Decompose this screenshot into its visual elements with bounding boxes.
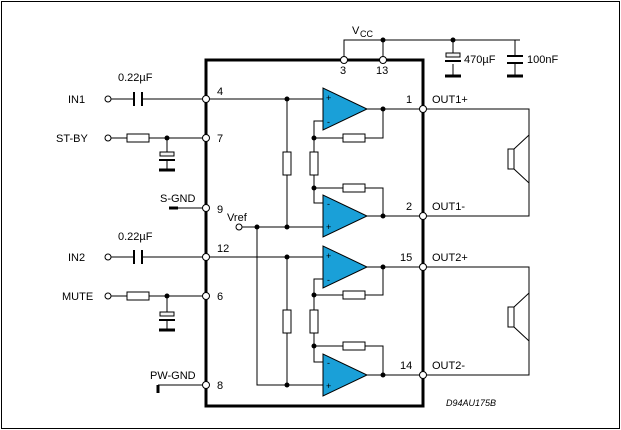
feedback-resistor-1 — [342, 133, 366, 143]
amplifier-out1-minus — [322, 194, 369, 238]
amp3-minus-sign: - — [327, 275, 330, 285]
pin-7-label: 7 — [217, 133, 223, 145]
out1-plus-label: OUT1+ — [432, 94, 468, 106]
ic-body — [204, 58, 425, 408]
pin-4-label: 4 — [217, 86, 223, 98]
speaker-1-icon — [423, 108, 530, 217]
mute-input: MUTE 6 — [62, 291, 223, 332]
speaker-2-icon — [423, 266, 530, 376]
divider-resistor-2 — [309, 309, 319, 334]
cap-in1-label: 0.22µF — [118, 72, 153, 84]
pin-6-label: 6 — [217, 291, 223, 303]
bias-resistor-1 — [282, 151, 292, 176]
in1-input: IN1 0.22µF 4 — [68, 72, 223, 106]
out1-minus-label: OUT1- — [432, 201, 465, 213]
amp1-plus-sign: + — [326, 93, 331, 103]
capacitor-470uf: 470µF — [445, 40, 496, 78]
amp1-minus-sign: - — [327, 117, 330, 127]
vcc-subscript: CC — [360, 29, 373, 39]
pwgnd-label: PW-GND — [150, 370, 196, 382]
pin-14-label: 14 — [400, 360, 412, 372]
pin-15-label: 15 — [400, 252, 412, 264]
vcc-label: V — [352, 25, 360, 37]
pin-terminals — [202, 56, 427, 389]
divider-resistor-1 — [309, 151, 319, 176]
vcc-supply: V CC — [343, 25, 520, 58]
amp4-minus-sign: - — [327, 358, 330, 368]
drawing-code: D94AU175B — [446, 398, 496, 408]
sgnd-label: S-GND — [160, 193, 196, 205]
feedback-resistor-4 — [342, 341, 366, 351]
pin-8-label: 8 — [217, 380, 223, 392]
pin-2-label: 2 — [406, 201, 412, 213]
vref-node: Vref — [227, 212, 323, 388]
in1-label: IN1 — [68, 94, 85, 106]
pin-3-label: 3 — [340, 65, 346, 77]
amp2-minus-sign: - — [327, 199, 330, 209]
pin-13-label: 13 — [376, 65, 388, 77]
amplifier-out2-minus — [322, 353, 369, 397]
vref-label: Vref — [227, 212, 248, 224]
pin-12-label: 12 — [217, 243, 229, 255]
amp4-plus-sign: + — [326, 381, 331, 391]
in2-input: IN2 0.22µF 12 — [68, 231, 229, 264]
out2-minus-label: OUT2- — [432, 360, 465, 372]
in2-label: IN2 — [68, 252, 85, 264]
amplifier-out1-plus — [322, 87, 369, 131]
feedback-resistor-2 — [342, 183, 366, 193]
capacitor-100nf: 100nF — [507, 40, 558, 78]
standby-label: ST-BY — [56, 133, 88, 145]
amp2-plus-sign: + — [326, 222, 331, 232]
cap-100nf-label: 100nF — [527, 54, 558, 66]
out2-plus-label: OUT2+ — [432, 252, 468, 264]
amp3-plus-sign: + — [326, 251, 331, 261]
cap-470uf-label: 470µF — [464, 54, 496, 66]
cap-in2-label: 0.22µF — [118, 231, 153, 243]
pin-1-label: 1 — [406, 94, 412, 106]
pin-9-label: 9 — [217, 204, 223, 216]
amplifier-out2-plus — [322, 245, 369, 289]
mute-label: MUTE — [62, 291, 93, 303]
bias-resistor-2 — [282, 309, 292, 334]
standby-input: ST-BY 7 — [56, 133, 223, 172]
feedback-resistor-3 — [342, 290, 366, 300]
power-ground: PW-GND 8 — [150, 370, 223, 393]
signal-ground: S-GND 9 — [160, 193, 223, 216]
